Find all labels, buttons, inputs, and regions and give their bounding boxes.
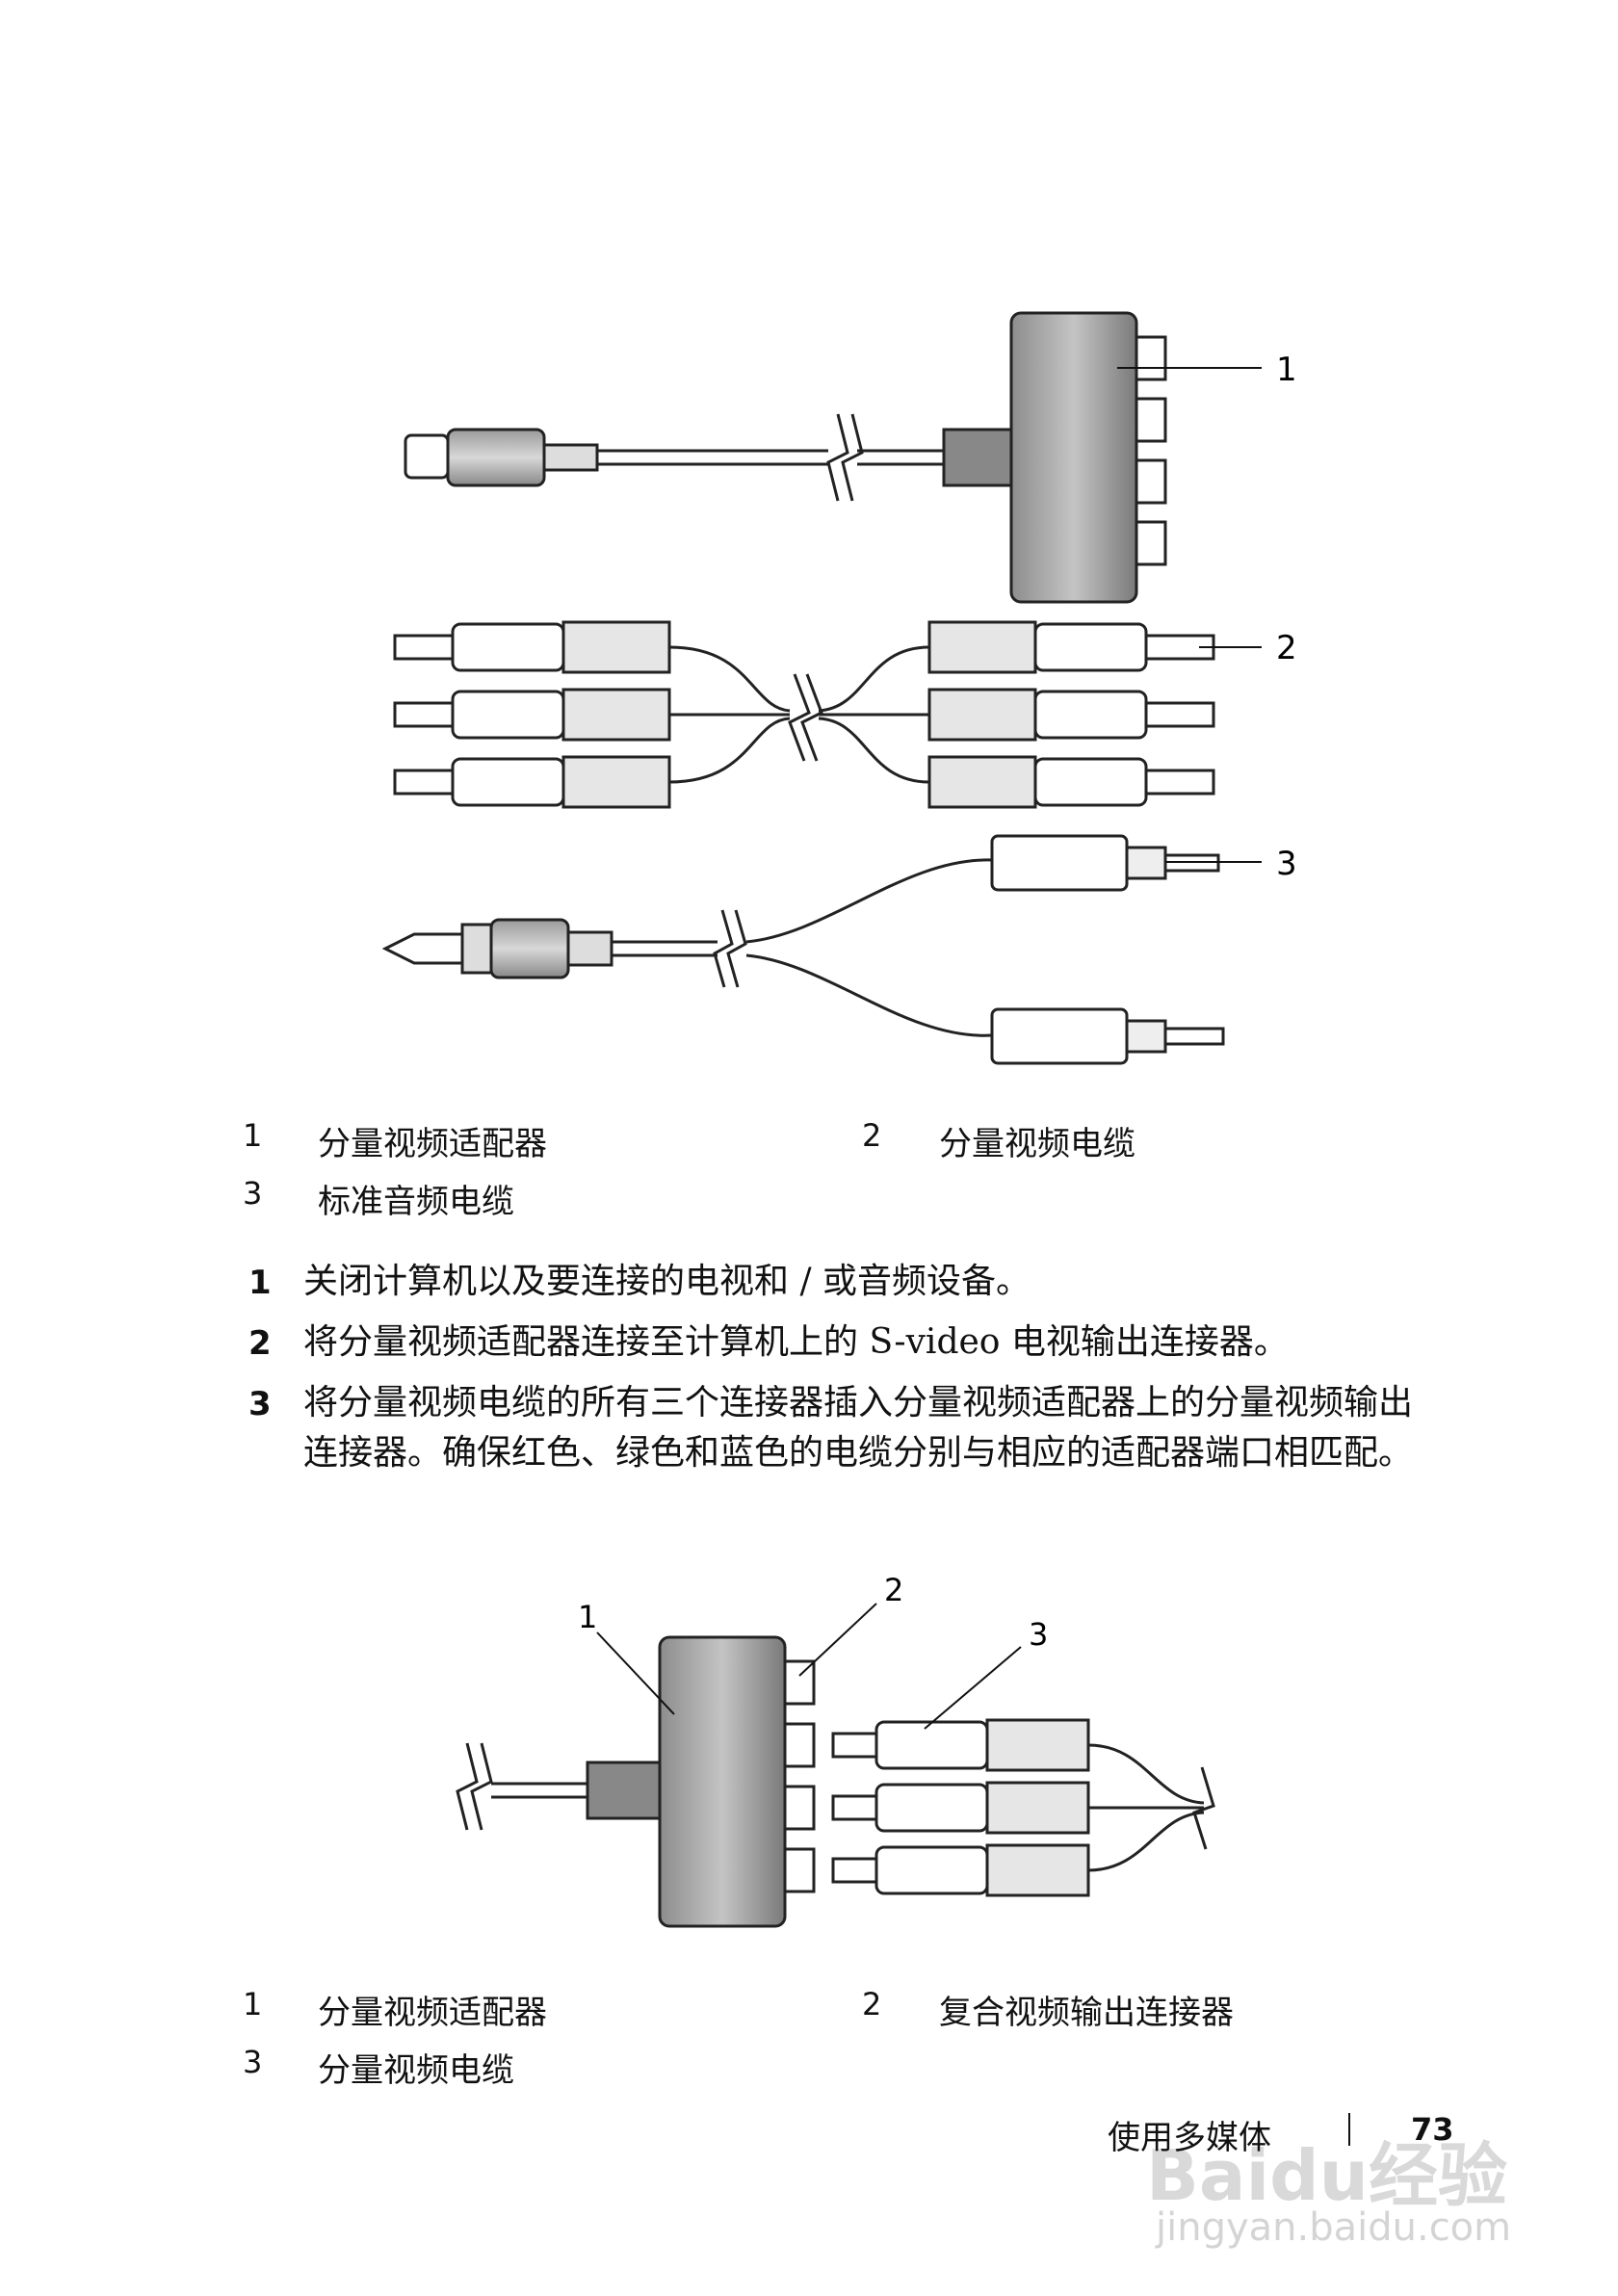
legend-text: 分量视频电缆 [318,2051,514,2090]
footer-section-title: 使用多媒体 [1108,2119,1271,2157]
legend-num: 2 [862,1117,882,1154]
audio-cable [381,834,1225,1065]
s-video-cable-end [456,1742,662,1831]
callout-3: 3 [1276,845,1297,883]
callout-1: 1 [1276,351,1297,389]
legend-num: 2 [862,1986,882,2022]
legend-num: 3 [243,1175,263,1212]
step-number: 1 [248,1264,272,1302]
component-video-cable [393,620,1215,809]
component-video-adapter [1009,311,1167,604]
legend-num: 1 [243,1986,263,2022]
legend-text: 复合视频输出连接器 [939,1994,1234,2032]
legend-num: 1 [243,1117,263,1154]
callout-2: 2 [1276,629,1297,667]
baidu-watermark-url: jingyan.baidu.com [1156,2205,1512,2250]
step-text: 将分量视频电缆的所有三个连接器插入分量视频适配器上的分量视频输出连接器。确保红色… [303,1383,1414,1473]
figure-2-adapter-connection-diagram: 1 2 3 [456,1572,1215,1928]
callout-3: 3 [1029,1616,1048,1653]
component-video-cable [831,1718,1215,1897]
step-number: 2 [248,1324,272,1363]
step-text: 关闭计算机以及要连接的电视和 / 或音频设备。 [303,1262,1031,1301]
component-video-adapter [658,1635,816,1928]
baidu-watermark: Baidu经验 [1146,2135,1507,2216]
page-number: 73 [1411,2111,1454,2148]
step-text: 将分量视频适配器连接至计算机上的 S-video 电视输出连接器。 [303,1322,1289,1362]
legend-text: 分量视频适配器 [318,1125,547,1163]
figure-1-cables-diagram: 1 2 [381,311,1297,1065]
legend-text: 标准音频电缆 [318,1183,514,1221]
legend-text: 分量视频电缆 [939,1125,1135,1163]
legend-num: 3 [243,2044,263,2080]
callout-1: 1 [578,1599,597,1635]
callout-2: 2 [884,1572,903,1608]
footer-divider [1348,2113,1350,2146]
s-video-cable [404,413,1013,502]
step-number: 3 [248,1385,272,1423]
legend-text: 分量视频适配器 [318,1994,547,2032]
